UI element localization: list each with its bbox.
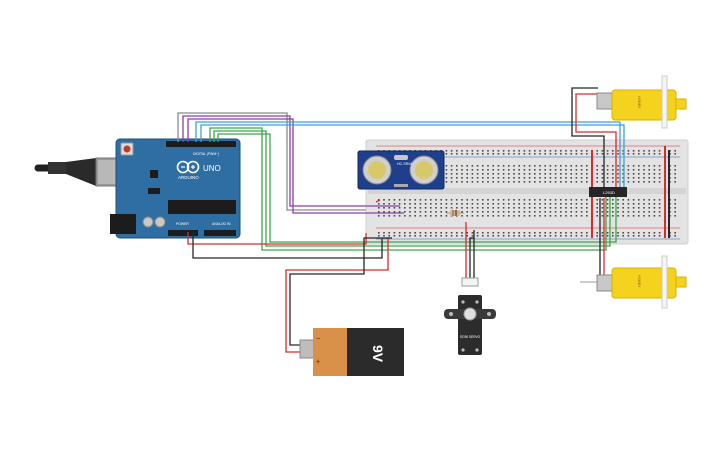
wire-motor1-black[interactable] [571, 87, 605, 190]
arduino-brand-label: ARDUINO [178, 175, 199, 180]
usb-cable[interactable] [34, 157, 129, 187]
wire-green[interactable] [209, 127, 607, 251]
wire-purple[interactable] [182, 115, 400, 207]
breadboard[interactable] [365, 139, 689, 245]
digital-header-label: DIGITAL (PWM~) [193, 152, 219, 156]
ultrasonic-sensor[interactable]: HC-SR04 [357, 150, 445, 190]
servo-label: SG90 SERVO [460, 335, 481, 339]
wires [177, 87, 625, 353]
wire-green-3[interactable] [217, 133, 617, 243]
wire-blue-2[interactable] [200, 124, 625, 190]
wire-battery-black[interactable] [289, 237, 392, 346]
analog-header-label: ANALOG IN [212, 222, 231, 226]
wire-red-sensor[interactable] [375, 199, 381, 203]
wire-gray[interactable] [177, 112, 366, 211]
servo-motor[interactable]: SG90 SERVO [444, 277, 496, 355]
battery-minus-sign: − [316, 336, 320, 343]
reset-button[interactable] [123, 145, 131, 153]
resistor[interactable] [446, 210, 464, 216]
motor-driver-chip[interactable]: L293D [589, 187, 627, 197]
arduino-logo-icon [176, 160, 200, 174]
wire-blue[interactable] [195, 121, 621, 190]
battery-9v[interactable]: 9V + − [299, 328, 404, 376]
wire-purple-2[interactable] [187, 118, 404, 214]
driver-label: L293D [603, 190, 615, 195]
wire-servo-black[interactable] [469, 237, 474, 280]
arduino-uno-board[interactable]: ARDUINO UNO DIGITAL (PWM~) POWER ANALOG … [110, 138, 241, 239]
motor-bottom-label: HOBBY [637, 275, 641, 288]
servo-horn-icon [463, 307, 477, 321]
power-header-label: POWER [176, 222, 189, 226]
wire-battery-red[interactable] [285, 238, 389, 353]
wire-green-2[interactable] [213, 130, 611, 247]
sensor-label: HC-SR04 [397, 162, 412, 166]
battery-plus-sign: + [316, 359, 320, 366]
dc-motor-top[interactable]: HOBBY [596, 75, 687, 129]
wire-black-gnd[interactable] [192, 232, 383, 259]
arduino-model-label: UNO [203, 164, 221, 173]
motor-top-label: HOBBY [637, 96, 641, 109]
dc-motor-bottom[interactable]: HOBBY [580, 255, 687, 309]
wire-motor1-red[interactable] [575, 93, 617, 190]
atmega-chip [168, 200, 236, 214]
battery-label: 9V [370, 345, 386, 363]
